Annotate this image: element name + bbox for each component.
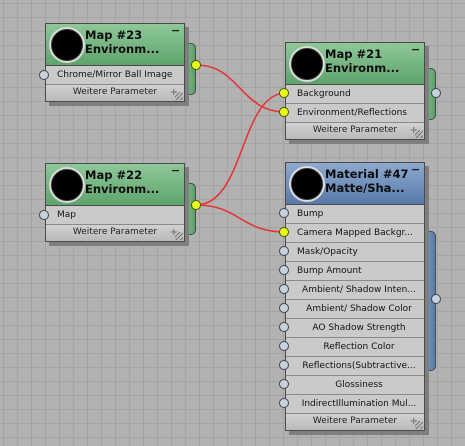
slot-label: IndirectIllumination Mul... [301,399,417,409]
socket-dot-icon[interactable] [279,284,289,294]
slot-label: Mask/Opacity [297,247,358,257]
minus-icon[interactable]: − [171,24,181,37]
slot-label: Map [57,210,76,220]
node-map-21[interactable]: Map #21 Environm... − Background Environ… [279,42,441,140]
slot-label: Glossiness [335,380,383,390]
slot-mask-opacity[interactable]: Mask/Opacity [286,243,424,262]
wire-map22-to-mat47-camera[interactable] [195,204,287,233]
slot-label: Camera Mapped Backgr... [297,228,414,238]
node-header[interactable]: Material #47 Matte/Sha... − [286,163,424,205]
slot-label: Reflections(Subtractive... [302,361,416,371]
more-parameters-rollout[interactable]: Weitere Parameter + [286,123,424,139]
socket-dot-icon[interactable] [279,322,289,332]
output-socket-dot-icon[interactable] [431,294,441,304]
resize-grip-icon[interactable] [415,130,423,138]
slot-bump[interactable]: Bump [286,205,424,224]
resize-grip-icon[interactable] [415,421,423,429]
socket-dot-icon[interactable] [279,208,289,218]
slot-camera-mapped-background[interactable]: Camera Mapped Backgr... [286,224,424,243]
slot-label: AO Shadow Strength [312,323,406,333]
black-sphere-thumbnail-icon [291,168,323,200]
slot-label: Bump [297,209,324,219]
more-parameters-rollout[interactable]: Weitere Parameter + [46,85,184,101]
socket-dot-icon[interactable] [279,246,289,256]
slot-reflections-subtractive[interactable]: Reflections(Subtractive... [286,357,424,376]
slot-label: Ambient/ Shadow Inten... [302,285,416,295]
slot-label: Bump Amount [297,266,362,276]
resize-grip-icon[interactable] [175,92,183,100]
plus-icon[interactable]: + [169,227,178,238]
node-material-47[interactable]: Material #47 Matte/Sha... − Bump Camera … [279,162,441,431]
rollout-label: Weitere Parameter [312,125,398,135]
slot-reflection-color[interactable]: Reflection Color [286,338,424,357]
socket-dot-icon[interactable] [279,265,289,275]
socket-dot-icon[interactable] [279,360,289,370]
socket-dot-icon[interactable] [279,88,289,98]
node-map-23[interactable]: Map #23 Environm... − Chrome/Mirror Ball… [39,23,201,102]
more-parameters-rollout[interactable]: Weitere Parameter + [286,414,424,430]
socket-dot-icon[interactable] [39,70,49,80]
node-header[interactable]: Map #23 Environm... − [46,24,184,66]
node-title: Map #21 Environm... [325,47,400,75]
slot-ao-shadow-strength[interactable]: AO Shadow Strength [286,319,424,338]
slot-bump-amount[interactable]: Bump Amount [286,262,424,281]
slot-label: Background [297,89,351,99]
wire-map22-to-map21-background[interactable] [195,92,287,206]
socket-dot-icon[interactable] [279,398,289,408]
slot-ambient-shadow-color[interactable]: Ambient/ Shadow Color [286,300,424,319]
slot-label: Reflection Color [323,342,395,352]
black-sphere-thumbnail-icon [51,169,83,201]
node-title: Material #47 Matte/Sha... [325,167,408,195]
resize-grip-icon[interactable] [175,232,183,240]
slot-background[interactable]: Background [286,85,424,104]
node-header[interactable]: Map #22 Environm... − [46,164,184,206]
slot-glossiness[interactable]: Glossiness [286,376,424,395]
black-sphere-thumbnail-icon [51,29,83,61]
output-socket-dot-icon[interactable] [191,60,201,70]
minus-icon[interactable]: − [171,164,181,177]
node-title: Map #23 Environm... [85,28,160,56]
node-header[interactable]: Map #21 Environm... − [286,43,424,85]
plus-icon[interactable]: + [409,416,418,427]
slot-map[interactable]: Map [46,206,184,225]
slot-label: Environment/Reflections [297,108,407,118]
rollout-label: Weitere Parameter [72,227,158,237]
output-socket-dot-icon[interactable] [191,200,201,210]
minus-icon[interactable]: − [411,163,421,176]
slot-indirect-illumination-multiplier[interactable]: IndirectIllumination Mul... [286,395,424,414]
output-socket-dot-icon[interactable] [431,88,441,98]
wire-map23-to-map21-env[interactable] [195,64,287,113]
socket-dot-icon[interactable] [279,107,289,117]
rollout-label: Weitere Parameter [312,416,398,426]
slot-environment-reflections[interactable]: Environment/Reflections [286,104,424,123]
node-map-22[interactable]: Map #22 Environm... − Map Weitere Parame… [39,163,201,242]
slot-label: Ambient/ Shadow Color [306,304,412,314]
black-sphere-thumbnail-icon [291,48,323,80]
socket-dot-icon[interactable] [279,227,289,237]
minus-icon[interactable]: − [411,43,421,56]
more-parameters-rollout[interactable]: Weitere Parameter + [46,225,184,241]
plus-icon[interactable]: + [169,87,178,98]
slot-label: Chrome/Mirror Ball Image [57,70,173,80]
rollout-label: Weitere Parameter [72,87,158,97]
socket-dot-icon[interactable] [279,379,289,389]
slot-chrome-mirror-ball[interactable]: Chrome/Mirror Ball Image [46,66,184,85]
slot-ambient-shadow-intensity[interactable]: Ambient/ Shadow Inten... [286,281,424,300]
plus-icon[interactable]: + [409,125,418,136]
socket-dot-icon[interactable] [279,303,289,313]
node-title: Map #22 Environm... [85,168,160,196]
socket-dot-icon[interactable] [279,341,289,351]
socket-dot-icon[interactable] [39,210,49,220]
